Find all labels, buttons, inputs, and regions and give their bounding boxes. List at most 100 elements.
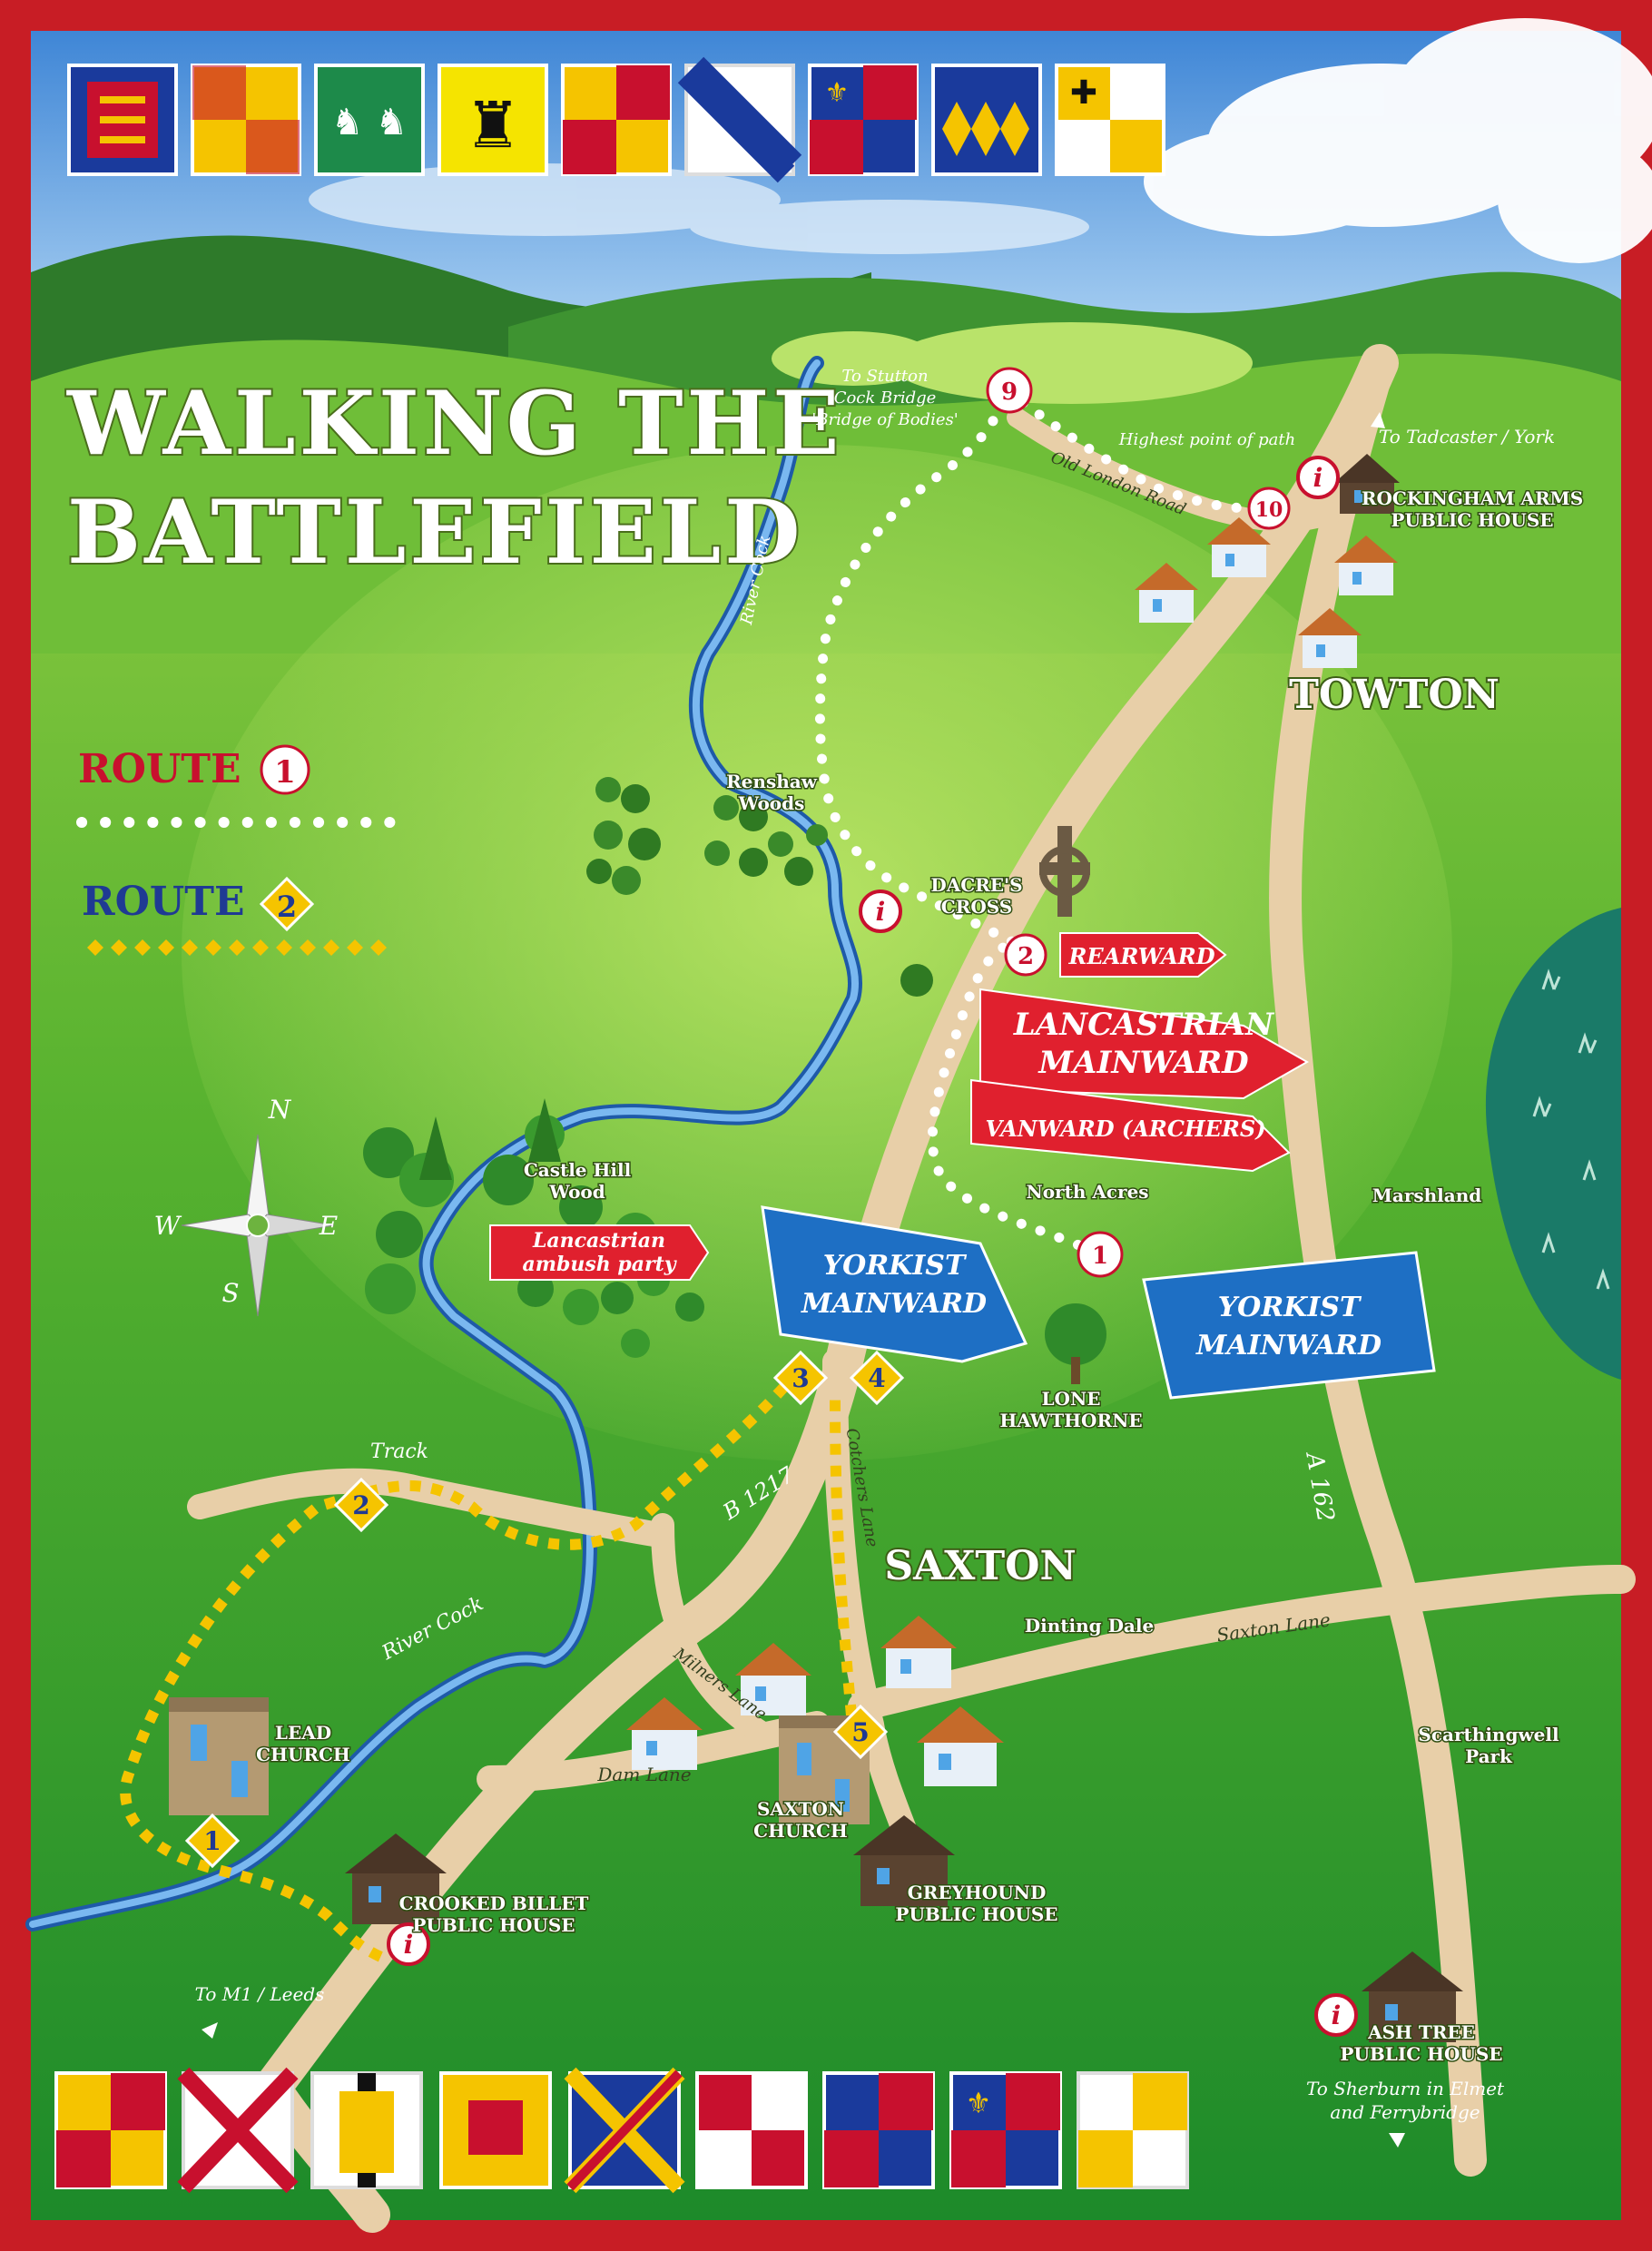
- ambush-banner-label-2: ambush party: [522, 1253, 677, 1276]
- marshland-area: [1485, 908, 1621, 1380]
- svg-text:♞ ♞: ♞ ♞: [331, 102, 408, 143]
- ash-tree-label-1: ASH TREE: [1367, 2021, 1475, 2043]
- clouds: [1144, 18, 1652, 263]
- dacres-cross-label-2: CROSS: [941, 896, 1012, 918]
- lancastrian-mainward-label-2: MAINWARD: [1037, 1045, 1249, 1081]
- route2-markers: [184, 1350, 905, 1869]
- renshaw-woods-label-1: Renshaw: [726, 771, 818, 792]
- scarthingwell-park-label-1: Scarthingwell: [1418, 1724, 1559, 1745]
- old-london-road: [1007, 408, 1353, 532]
- lead-church-icon: [169, 1697, 269, 1815]
- greyhound-label-1: GREYHOUND: [908, 1882, 1047, 1903]
- saxton-church-label-1: SAXTON: [757, 1798, 844, 1820]
- rockingham-arms-label-1: ROCKINGHAM ARMS: [1362, 487, 1583, 509]
- towton-label: TOWTON: [1289, 672, 1500, 718]
- route2-legend-label: ROUTE: [82, 879, 245, 925]
- route2-legend-line: [87, 939, 387, 956]
- compass-north-label: N: [268, 1095, 292, 1125]
- crooked-billet-label-2: PUBLIC HOUSE: [412, 1914, 575, 1936]
- route2-marker-2: 2: [352, 1490, 369, 1520]
- lead-church-label-2: CHURCH: [256, 1744, 350, 1765]
- ambush-banner-label-1: Lancastrian: [532, 1229, 665, 1253]
- route1-legend-badge: [260, 744, 310, 795]
- lone-hawthorne-tree: [1045, 1303, 1106, 1384]
- scarthingwell-park-label-2: Park: [1465, 1745, 1513, 1767]
- compass-rose-icon: [181, 1134, 335, 1317]
- route1-marker-9: 9: [1001, 378, 1018, 406]
- dacres-cross-icon: [1039, 826, 1090, 917]
- svg-text:⚜: ⚜: [966, 2086, 992, 2120]
- compass-east-label: E: [319, 1211, 338, 1241]
- dam-lane-label: Dam Lane: [596, 1764, 691, 1785]
- yorkist-mainward-west-label-2: MAINWARD: [801, 1288, 987, 1320]
- renshaw-woods-label-2: Woods: [738, 792, 805, 814]
- m1-leeds-note: To M1 / Leeds: [195, 1983, 325, 2005]
- map-title-line1: WALKING THE: [66, 372, 842, 475]
- lead-church-label-1: LEAD: [275, 1722, 331, 1744]
- route-legend: ROUTE 1 ROUTE 2: [76, 744, 396, 956]
- dacres-cross-label-1: DACRE'S: [930, 874, 1022, 896]
- rearward-banner-label: REARWARD: [1067, 943, 1214, 969]
- info-markers: [387, 456, 1358, 2037]
- lancastrian-banners: [489, 932, 1310, 1281]
- route1-legend-label: ROUTE: [78, 746, 241, 792]
- route1-marker-1: 1: [1092, 1243, 1108, 1270]
- route1-marker-2: 2: [1018, 943, 1034, 970]
- saxton-lane-road: [848, 1565, 1636, 1721]
- marshland-label: Marshland: [1372, 1184, 1482, 1206]
- castle-hill-wood-label-2: Wood: [548, 1181, 605, 1203]
- route2-path: [120, 1367, 857, 1966]
- info-icon-crooked-billet: i: [404, 1930, 414, 1960]
- svg-text:♜: ♜: [465, 88, 522, 162]
- lone-hawthorne-label-2: HAWTHORNE: [999, 1410, 1142, 1431]
- compass-south-label: S: [221, 1278, 239, 1308]
- route2-legend-badge: [259, 876, 315, 932]
- greyhound-label-2: PUBLIC HOUSE: [895, 1903, 1057, 1925]
- sherburn-note-2: and Ferrybridge: [1330, 2101, 1480, 2123]
- stutton-note-3: 'Bridge of Bodies': [811, 410, 958, 429]
- route2-marker-5: 5: [851, 1717, 869, 1747]
- saxton-label: SAXTON: [884, 1543, 1076, 1589]
- route1-markers: [986, 367, 1291, 1278]
- svg-text:2: 2: [277, 890, 297, 924]
- yorkist-mainward-west-label-1: YORKIST: [823, 1250, 968, 1282]
- route1-marker-10: 10: [1255, 498, 1283, 522]
- ash-tree-label-2: PUBLIC HOUSE: [1340, 2043, 1502, 2065]
- heraldry-bottom-row: ⚜: [54, 2067, 1189, 2194]
- m1-arrow-icon: [202, 2022, 218, 2039]
- milners-lane-road: [651, 1513, 774, 1745]
- route1-path: [814, 385, 1267, 1258]
- sherburn-note-1: To Sherburn in Elmet: [1306, 2078, 1505, 2099]
- route2-marker-3: 3: [792, 1363, 809, 1393]
- lancastrian-mainward-label-1: LANCASTRIAN: [1013, 1007, 1275, 1043]
- stutton-note-2: Cock Bridge: [834, 388, 937, 408]
- tadcaster-note: To Tadcaster / York: [1379, 426, 1555, 447]
- track-label: Track: [370, 1440, 428, 1463]
- map-title-line2: BATTLEFIELD: [67, 481, 803, 584]
- sherburn-arrow-icon: [1389, 2133, 1405, 2148]
- pub-buildings: [345, 454, 1463, 2042]
- yorkist-mainward-east-label-1: YORKIST: [1218, 1292, 1362, 1323]
- svg-text:⚜: ⚜: [825, 77, 850, 109]
- yorkist-mainward-east-label-2: MAINWARD: [1195, 1330, 1382, 1361]
- vanward-banner-label: VANWARD (ARCHERS): [985, 1116, 1265, 1142]
- compass-west-label: W: [154, 1211, 182, 1241]
- saxton-church-label-2: CHURCH: [753, 1820, 848, 1842]
- svg-text:✚: ✚: [1070, 74, 1097, 112]
- crooked-billet-label-1: CROOKED BILLET: [399, 1892, 589, 1914]
- info-icon-ash-tree: i: [1332, 2000, 1342, 2030]
- stutton-note-1: To Stutton: [841, 367, 928, 386]
- village-houses: [626, 517, 1398, 1786]
- info-icon-dacres: i: [876, 897, 886, 927]
- rockingham-arms-label-2: PUBLIC HOUSE: [1391, 509, 1553, 531]
- dinting-dale-label: Dinting Dale: [1025, 1615, 1154, 1637]
- highest-point-note: Highest point of path: [1118, 430, 1295, 449]
- heraldry-top-row: ♞ ♞ ♜ ⚜ ✚: [67, 56, 1165, 183]
- route2-marker-1: 1: [203, 1826, 221, 1856]
- info-icon-rockingham: i: [1313, 463, 1323, 493]
- castle-hill-wood-label-1: Castle Hill: [524, 1159, 632, 1181]
- tadcaster-arrow-icon: [1371, 412, 1385, 428]
- north-acres-label: North Acres: [1026, 1181, 1148, 1203]
- lone-hawthorne-label-1: LONE: [1041, 1388, 1100, 1410]
